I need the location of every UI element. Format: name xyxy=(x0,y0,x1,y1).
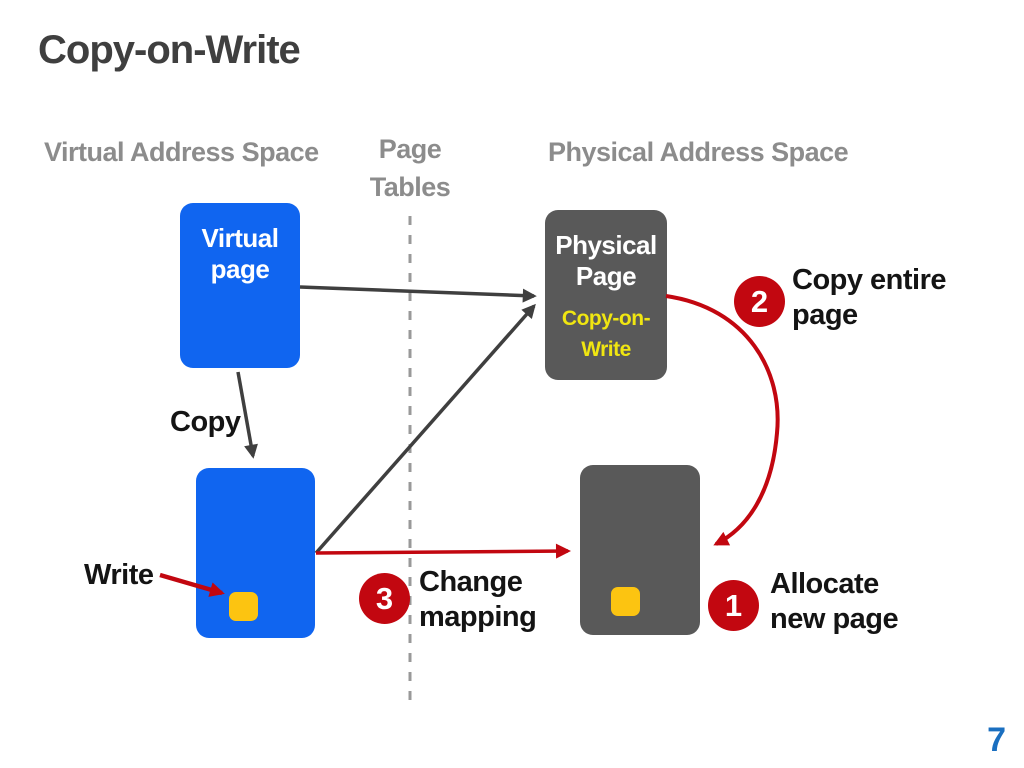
page-tables-header: Page Tables xyxy=(369,134,451,202)
copy-on-write-status: Copy-on- Write xyxy=(561,307,651,361)
copied-data-square-icon xyxy=(611,587,640,616)
step-3-label: Change mapping xyxy=(419,566,537,634)
copied-page-to-physical-mapping-arrow xyxy=(314,303,536,555)
new-physical-page-box xyxy=(580,465,700,635)
virtual-page-box: Virtual page xyxy=(180,203,300,368)
step-1-label: Allocate new page xyxy=(770,568,899,636)
step-2-badge: 2 xyxy=(734,276,785,327)
page-number: 7 xyxy=(987,721,1006,759)
step-3-badge: 3 xyxy=(359,573,410,624)
physical-page-box: Physical Page Copy-on- Write xyxy=(545,210,667,380)
virtual-address-space-header: Virtual Address Space xyxy=(44,137,319,167)
written-data-square-icon xyxy=(229,592,258,621)
write-annotation: Write xyxy=(84,559,154,591)
step-2-label: Copy entire page xyxy=(792,264,947,332)
physical-address-space-header: Physical Address Space xyxy=(548,137,849,167)
copy-annotation: Copy xyxy=(170,406,241,438)
step-1-badge: 1 xyxy=(708,580,759,631)
physical-page-label: Physical Page xyxy=(555,230,657,292)
virtual-to-physical-mapping-arrow xyxy=(299,285,537,303)
change-mapping-arrow xyxy=(315,543,571,559)
virtual-page-label: Virtual page xyxy=(201,223,279,285)
page-title: Copy-on-Write xyxy=(38,28,301,72)
